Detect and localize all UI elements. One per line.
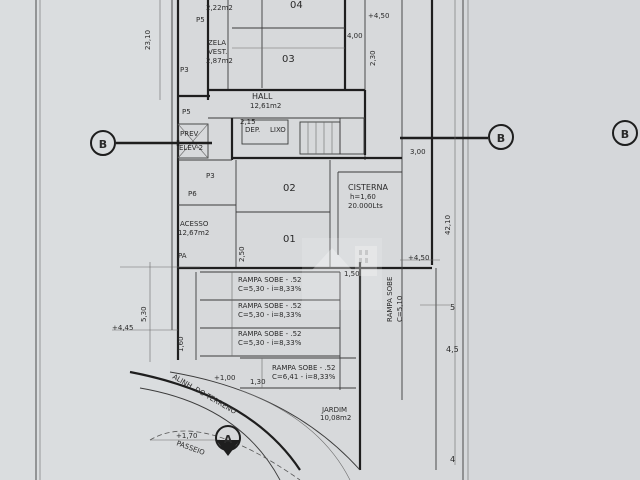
marker-3: P3	[206, 172, 215, 180]
cisterna-line2: 20.000Lts	[348, 202, 383, 210]
vest-label: VEST.	[208, 48, 227, 56]
lixo-label: LIXO	[270, 126, 286, 134]
building-walls	[171, 0, 434, 360]
marker-4: P6	[188, 190, 197, 198]
ramp-4-title: RAMPA SOBE - .52	[272, 364, 335, 372]
zela-label: ZELA	[208, 39, 226, 47]
hall-label: HALL	[252, 92, 273, 101]
section-marker-b-right: B	[488, 124, 514, 150]
dimension-6: 5	[450, 303, 455, 312]
dimension-5: 4,5	[446, 345, 459, 354]
dimension-14: 1,60	[177, 336, 185, 352]
cisterna-line1: h=1,60	[350, 193, 376, 201]
dimension-9: 1,50	[344, 270, 360, 278]
level-5: +1,70	[176, 432, 197, 440]
ramp-4-detail: C=6,41 - i=8,33%	[272, 373, 336, 381]
room-02-label: 02	[283, 183, 296, 194]
section-a-label: A	[224, 433, 233, 446]
section-marker-a: A	[215, 425, 241, 456]
section-marker-b-far: B	[612, 120, 638, 146]
dimension-4: 3,00	[410, 148, 426, 156]
lot-boundary	[35, 0, 469, 480]
dimension-1: 23,10	[144, 30, 152, 50]
vest-area: 2,87m2	[206, 57, 233, 65]
marker-2: P3	[180, 66, 189, 74]
prev-label: PREV	[180, 130, 199, 138]
dimension-10: 2,50	[238, 246, 246, 262]
dimension-2: 42,10	[444, 215, 452, 235]
ramp-1-title: RAMPA SOBE - .52	[238, 276, 301, 284]
dimension-7: 4	[450, 455, 455, 464]
ramp-side-title: RAMPA SOBE	[386, 277, 394, 322]
marker-5: P5	[182, 108, 191, 116]
dimension-lines	[112, 0, 456, 465]
cisterna-label: CISTERNA	[348, 183, 389, 192]
jardim-area: 10,08m2	[320, 414, 351, 422]
ramp-3-title: RAMPA SOBE - .52	[238, 330, 301, 338]
section-b-label-far: B	[621, 128, 629, 141]
section-marker-b-left: B	[90, 130, 116, 156]
ramp-side-detail: C=5,10	[396, 296, 404, 322]
section-b-label-right: B	[497, 132, 505, 145]
elev-label: ELEV-2	[179, 144, 203, 152]
area-top: 2,22m2	[206, 4, 233, 12]
room-03-label: 03	[282, 54, 295, 65]
jardim-label: JARDIM	[321, 406, 347, 414]
dimension-8: 4,00	[347, 32, 363, 40]
dimension-13: 2,30	[369, 50, 377, 66]
acesso-label: ACESSO	[180, 220, 209, 228]
ramp-lines	[195, 262, 437, 470]
room-01-label: 01	[283, 234, 296, 245]
ramp-3-detail: C=5,30 - i=8,33%	[238, 339, 302, 347]
stairs	[299, 117, 365, 155]
section-line-b	[116, 136, 488, 146]
hall-area: 12,61m2	[250, 102, 281, 110]
dimension-3: 5,30	[140, 306, 148, 322]
dimension-11: 1,30	[250, 378, 266, 386]
ramp-2-title: RAMPA SOBE - .52	[238, 302, 301, 310]
curb-arcs	[129, 370, 361, 480]
acesso-area: 12,67m2	[178, 229, 209, 237]
level-1: +4,50	[368, 12, 389, 20]
marker-1: P5	[196, 16, 205, 24]
ramp-2-detail: C=5,30 - i=8,33%	[238, 311, 302, 319]
section-b-label-left: B	[99, 138, 107, 151]
level-4: +4,50	[408, 254, 429, 262]
level-3: +1,00	[214, 374, 235, 382]
marker-6: PA	[178, 252, 187, 260]
ramp-1-detail: C=5,30 - i=8,33%	[238, 285, 302, 293]
dimension-12: 2,15	[240, 118, 256, 126]
dep-label: DEP.	[245, 126, 260, 134]
room-04-label: 04	[290, 0, 303, 11]
watermark-logo	[302, 238, 382, 310]
level-2: +4,45	[112, 324, 133, 332]
